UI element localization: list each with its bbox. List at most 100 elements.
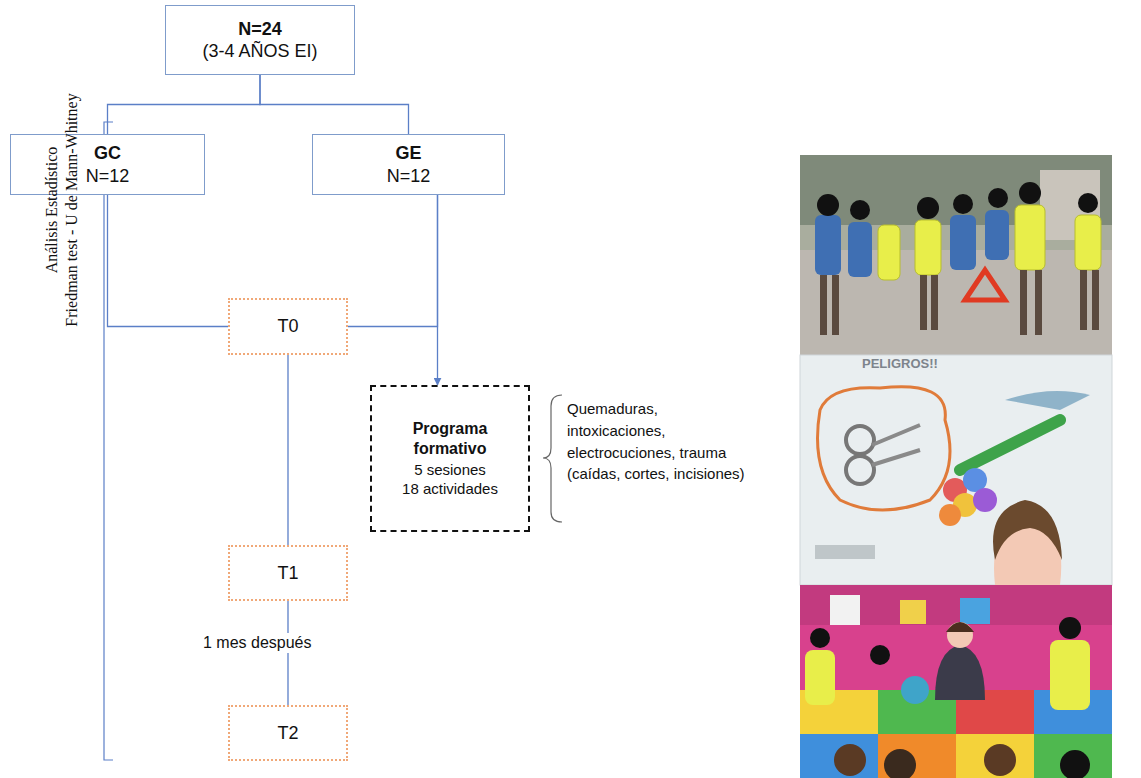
illustration-part xyxy=(947,622,973,648)
program-box: Programa formativo 5 sesiones18 actividad… xyxy=(370,385,530,532)
illustration-part xyxy=(818,387,951,510)
box-heading: T2 xyxy=(277,722,298,745)
connector xyxy=(260,75,409,134)
connector xyxy=(287,355,288,545)
edge-label: 1 mes después xyxy=(200,633,315,653)
connector xyxy=(348,195,438,327)
illustration-part xyxy=(800,355,1112,585)
illustration-part xyxy=(1059,617,1081,639)
illustration-part xyxy=(1050,640,1090,710)
illustration-part xyxy=(901,676,929,704)
photo-text: PELIGROS!! xyxy=(862,356,1012,372)
illustration-part xyxy=(820,275,827,335)
illustration-part xyxy=(1019,182,1041,204)
illustration-part xyxy=(810,628,830,648)
illustration-part xyxy=(884,749,916,778)
illustration-part xyxy=(1080,270,1087,330)
illustration-part xyxy=(939,468,997,526)
illustration-part xyxy=(960,420,1060,470)
illustration-part xyxy=(1060,750,1090,778)
sample-box: N=24(3-4 AÑOS EI) xyxy=(165,5,355,75)
illustration-part xyxy=(1078,193,1098,213)
illustration-part xyxy=(1005,391,1090,410)
illustration-part xyxy=(870,645,890,665)
illustration-part xyxy=(915,220,941,275)
illustration-part xyxy=(950,215,976,270)
box-heading: GC xyxy=(94,142,121,165)
photo-classroom xyxy=(800,585,1112,778)
connector xyxy=(437,195,438,385)
illustration-part xyxy=(993,500,1062,560)
illustration-part xyxy=(931,275,938,330)
box-heading: GE xyxy=(395,142,421,165)
box-heading: T1 xyxy=(277,562,298,585)
illustration-part xyxy=(820,270,1099,335)
illustration-part xyxy=(960,598,990,624)
illustration-part xyxy=(800,734,878,778)
illustration-part xyxy=(800,155,1112,355)
connector xyxy=(108,75,261,134)
curly-brace xyxy=(543,395,562,522)
topic-list: Quemaduras, intoxicaciones, electrocucio… xyxy=(567,398,747,485)
illustration-part xyxy=(834,744,866,776)
illustration-part xyxy=(1092,270,1099,330)
box-text: N=12 xyxy=(86,165,130,188)
illustration-part xyxy=(817,182,1098,220)
illustration-part xyxy=(846,456,874,484)
illustration-part xyxy=(1015,205,1045,270)
group-box: GEN=12 xyxy=(312,134,505,195)
illustration-part xyxy=(920,275,927,330)
illustration-part xyxy=(815,215,841,275)
box-heading: T0 xyxy=(277,315,298,338)
illustration-part xyxy=(800,355,1112,585)
illustration-part xyxy=(817,194,839,216)
photo-whiteboard xyxy=(800,355,1112,585)
connector xyxy=(287,601,288,705)
illustration-part xyxy=(985,210,1009,260)
illustration-part xyxy=(935,645,985,700)
illustration-part xyxy=(878,205,1101,280)
timepoint-box: T0 xyxy=(228,298,348,355)
box-heading: N=24 xyxy=(238,18,282,41)
photo-outdoor xyxy=(800,155,1112,355)
illustration-part xyxy=(988,188,1008,208)
illustration-part xyxy=(805,650,835,705)
illustration-part xyxy=(815,545,875,559)
illustration-part xyxy=(832,275,839,335)
box-text: (3-4 AÑOS EI) xyxy=(202,40,317,63)
illustration-part xyxy=(800,585,1112,778)
illustration-part xyxy=(1075,215,1101,270)
illustration-part xyxy=(846,426,874,454)
illustration-part xyxy=(830,595,860,625)
illustration-part xyxy=(917,197,939,219)
box-heading: Programa formativo xyxy=(380,419,520,459)
connector xyxy=(108,195,229,327)
illustration-part xyxy=(965,270,1005,300)
illustration-part xyxy=(900,600,926,624)
analysis-label: Friedman test - U de Mann-Whitney xyxy=(62,60,82,360)
timepoint-box: T1 xyxy=(228,545,348,601)
illustration-part xyxy=(953,194,973,214)
illustration-part xyxy=(973,488,997,512)
vertical-caption: Análisis EstadísticoFriedman test - U de… xyxy=(42,60,82,360)
group-box: GCN=12 xyxy=(10,134,205,195)
illustration-part xyxy=(815,210,1009,277)
illustration-part xyxy=(878,225,900,280)
box-text: 5 sesiones xyxy=(414,461,486,480)
illustration-part xyxy=(850,200,870,220)
analysis-label: Análisis Estadístico xyxy=(42,60,62,360)
box-text: 18 actividades xyxy=(402,480,498,499)
illustration-part xyxy=(939,504,961,526)
illustration-part xyxy=(984,744,1016,776)
illustration-part xyxy=(1035,270,1042,335)
illustration-part xyxy=(956,734,1034,778)
box-text: N=12 xyxy=(387,165,431,188)
illustration-part xyxy=(848,222,872,277)
timepoint-box: T2 xyxy=(228,705,348,761)
illustration-part xyxy=(1020,270,1027,335)
illustration-part xyxy=(946,622,974,632)
illustration-part xyxy=(872,425,920,465)
analysis-bracket xyxy=(104,122,113,760)
